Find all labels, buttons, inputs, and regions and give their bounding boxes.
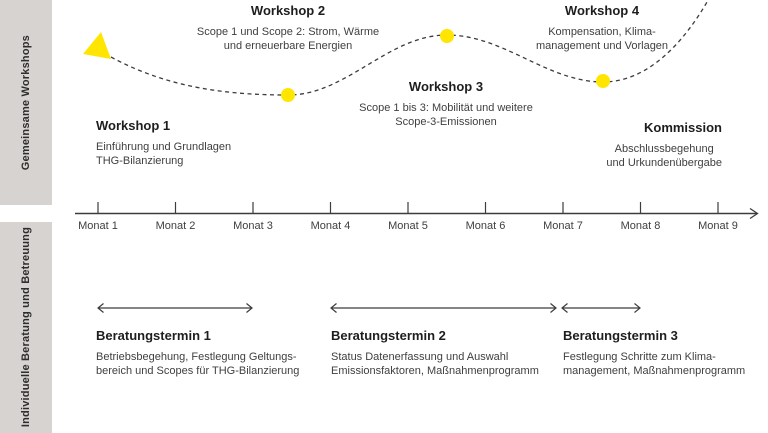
workshop-1-desc-line: THG-Bilanzierung xyxy=(96,155,184,167)
consultation-1-range-arrow xyxy=(97,303,253,313)
workshop-4-block: Workshop 4 Kompensation, Klima- manageme… xyxy=(536,3,668,53)
workshop-4-desc-line: management und Vorlagen xyxy=(535,40,669,52)
consultation-2-desc-line: Status Datenerfassung und Auswahl xyxy=(331,351,509,363)
workshop-3-title: Workshop 3 xyxy=(408,79,484,94)
month-label-3: Monat 3 xyxy=(233,220,273,232)
workshop-3-block: Workshop 3 Scope 1 bis 3: Mobilität und … xyxy=(359,79,533,129)
consultation-3-desc-line: Festlegung Schritte zum Klima- xyxy=(563,351,716,363)
month-label-1: Monat 1 xyxy=(78,220,118,232)
workshop-2-desc-line: und erneuerbare Energien xyxy=(223,40,353,52)
consultation-1-block: Beratungstermin 1 Betriebsbegehung, Fest… xyxy=(96,328,299,378)
consultation-2-range-arrow xyxy=(330,303,557,313)
workshop-3-dot xyxy=(596,74,610,88)
axis-ticks xyxy=(97,202,719,214)
month-label-7: Monat 7 xyxy=(543,220,583,232)
workshop-3-desc-line: Scope-3-Emissionen xyxy=(395,116,497,128)
workshop-2-desc-line: Scope 1 und Scope 2: Strom, Wärme xyxy=(196,26,380,38)
workshop-4-desc-line: Kompensation, Klima- xyxy=(548,26,656,38)
workshop-2-block: Workshop 2 Scope 1 und Scope 2: Strom, W… xyxy=(197,3,379,53)
workshop-4-dot xyxy=(440,29,454,43)
axis-arrowhead-icon xyxy=(749,207,759,220)
consultation-3-block: Beratungstermin 3 Festlegung Schritte zu… xyxy=(563,328,745,378)
sidebar-section-workshops: Gemeinsame Workshops xyxy=(0,0,52,205)
workshop-1-block: Workshop 1 Einführung und Grundlagen THG… xyxy=(96,118,231,168)
month-label-2: Monat 2 xyxy=(155,220,196,232)
workshop-1-desc-line: Einführung und Grundlagen xyxy=(96,141,232,153)
consultation-1-desc-line: bereich und Scopes für THG-Bilanzierung xyxy=(96,365,300,377)
workshop-1-title: Workshop 1 xyxy=(96,118,171,133)
kommission-desc-line: und Urkundenübergabe xyxy=(606,157,722,169)
kommission-desc-line: Abschlussbegehung xyxy=(614,143,714,155)
consultation-1-title: Beratungstermin 1 xyxy=(96,328,211,343)
kommission-title: Kommission xyxy=(643,120,722,135)
start-triangle-marker xyxy=(83,32,111,59)
month-label-4: Monat 4 xyxy=(310,220,351,232)
consultation-2-desc-line: Emissionsfaktoren, Maßnahmenprogramm xyxy=(331,365,539,377)
consultation-2-block: Beratungstermin 2 Status Datenerfassung … xyxy=(331,328,539,378)
workshop-3-desc-line: Scope 1 bis 3: Mobilität und weitere xyxy=(359,102,533,114)
month-label-6: Monat 6 xyxy=(465,220,506,232)
timeline-axis xyxy=(75,202,759,220)
sidebar-section-beratung: Individuelle Beratung und Betreuung xyxy=(0,222,52,433)
consultation-1-desc-line: Betriebsbegehung, Festlegung Geltungs- xyxy=(96,351,297,363)
workshop-4-title: Workshop 4 xyxy=(564,3,640,18)
consultation-3-desc-line: management, Maßnahmenprogramm xyxy=(563,365,746,377)
month-label-8: Monat 8 xyxy=(620,220,661,232)
consultation-2-title: Beratungstermin 2 xyxy=(331,328,446,343)
workshop-2-dot xyxy=(281,88,295,102)
month-label-5: Monat 5 xyxy=(388,220,428,232)
month-label-9: Monat 9 xyxy=(698,220,738,232)
consultation-3-range-arrow xyxy=(561,303,641,313)
kommission-block: Kommission Abschlussbegehung und Urkunde… xyxy=(606,120,722,170)
workshop-2-title: Workshop 2 xyxy=(250,3,326,18)
consultation-3-title: Beratungstermin 3 xyxy=(563,328,678,343)
